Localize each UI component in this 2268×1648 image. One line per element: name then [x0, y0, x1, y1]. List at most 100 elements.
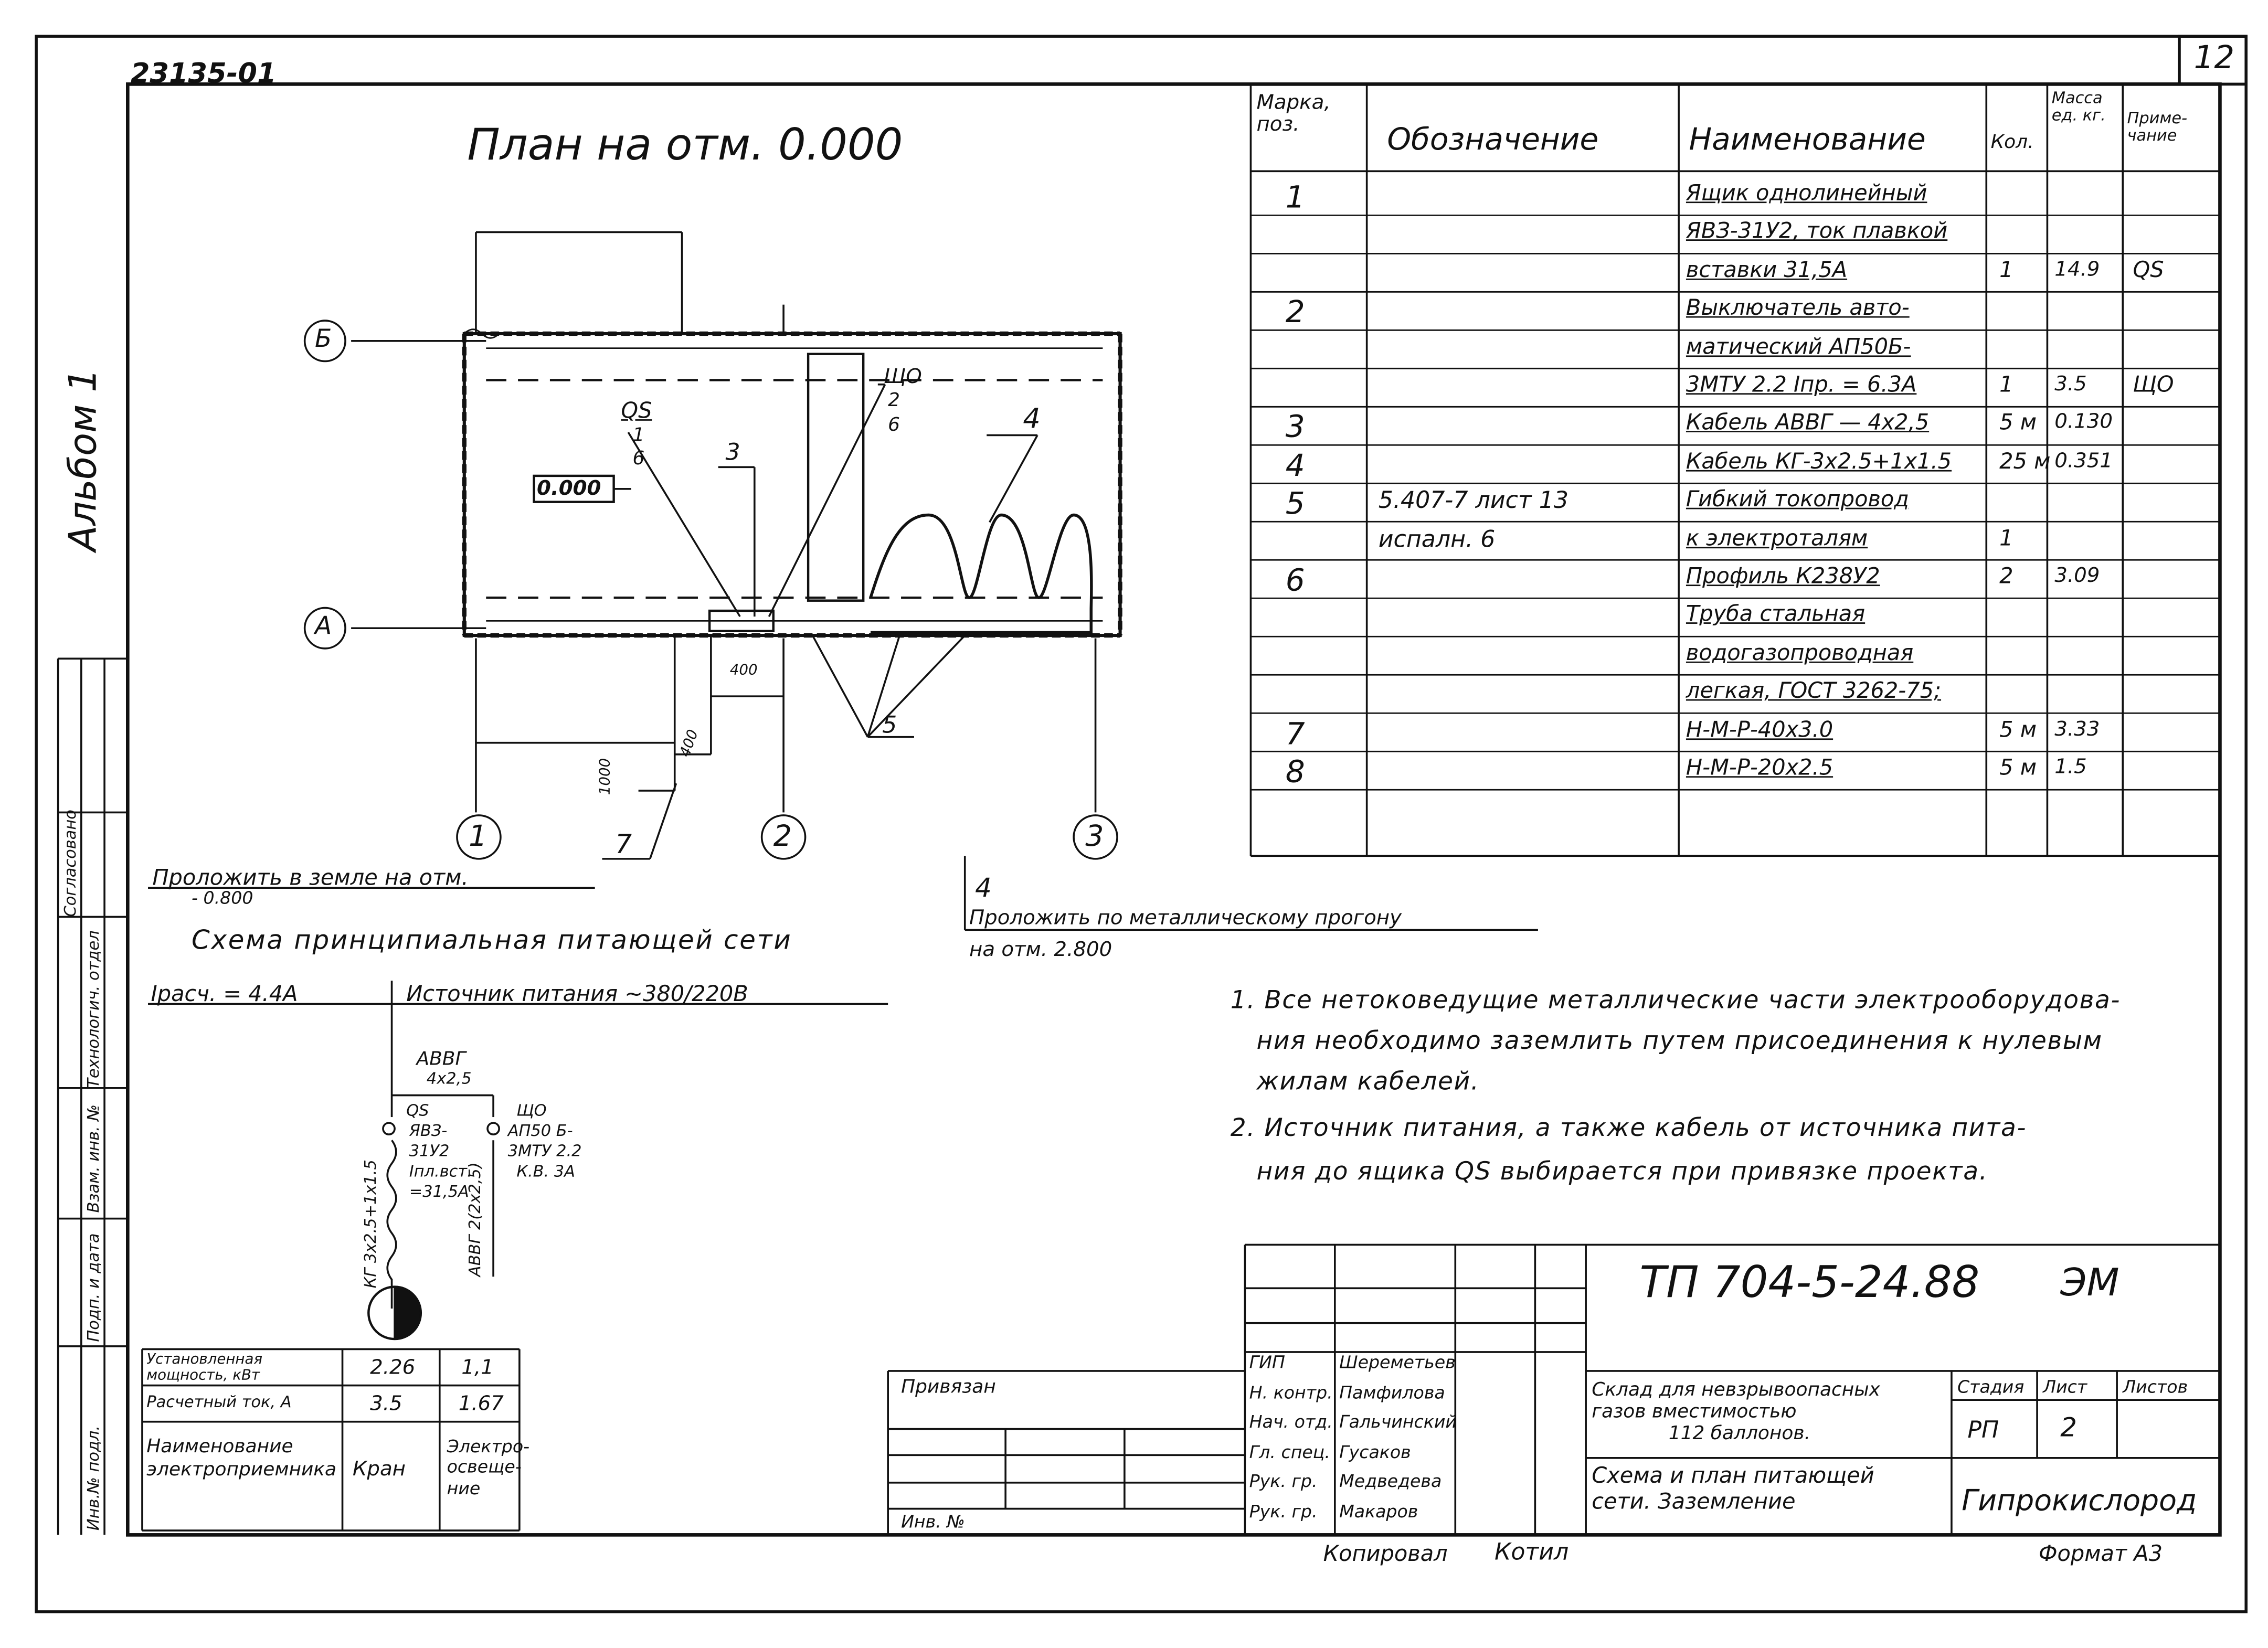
signer-name: Шереметьев — [1339, 1352, 1456, 1373]
schema-source: Источник питания ~380/220В — [406, 981, 748, 1007]
spec-cell-qty: 5 м — [1999, 754, 2037, 781]
spec-cell-mass: 3.33 — [2054, 717, 2100, 741]
spec-cell-mass: 14.9 — [2054, 258, 2100, 281]
schema-qs-5: =31,5А — [409, 1182, 469, 1202]
load-cell: Кран — [352, 1458, 406, 1482]
note-line: 1. Все нетоковедущие металлические части… — [1230, 986, 2121, 1016]
note-beam: Проложить по металлическому прогону — [969, 907, 1402, 930]
object-name-line: 112 баллонов. — [1668, 1423, 1811, 1445]
load-cell: 1.67 — [458, 1392, 504, 1416]
spec-cell-name: Н-М-Р-40х3.0 — [1686, 716, 1834, 742]
sheets-label: Листов — [2123, 1376, 2188, 1397]
object-name-line: газов вместимостью — [1592, 1401, 1797, 1423]
schema-qs-2: ЯВЗ- — [409, 1121, 448, 1141]
spec-cell-qty: 1 — [1999, 524, 2013, 551]
callout-item5: 5 — [882, 710, 897, 739]
organization: Гипрокислород — [1962, 1482, 2197, 1518]
callout-shch: ЩО — [883, 365, 922, 389]
spec-cell-name: легкая, ГОСТ 3262-75; — [1686, 677, 1942, 704]
spec-cell-pos: 6 — [1285, 562, 1305, 598]
inv-label: Инв. № — [901, 1512, 965, 1532]
dim-400a: 400 — [729, 663, 758, 679]
role-label: Нач. отд. — [1249, 1411, 1333, 1432]
callout-shch-sub2: 6 — [888, 414, 900, 437]
schema-shch-1: ЩО — [516, 1101, 547, 1120]
spec-table-grid — [1249, 84, 2221, 857]
spec-cell-designation: испалн. 6 — [1378, 524, 1496, 552]
spec-cell-qty: 25 м — [1999, 448, 2051, 474]
schema-qs-3: 31У2 — [409, 1142, 450, 1161]
signer-name: Памфилова — [1339, 1381, 1445, 1402]
note-ground-elev: - 0.800 — [191, 888, 253, 908]
spec-cell-qty: 2 — [1999, 562, 2013, 589]
callout-qs-sub1: 1 — [632, 425, 645, 447]
load-cell: Электро-освеще-ние — [447, 1436, 530, 1498]
axis-label-3: 3 — [1085, 818, 1104, 853]
load-cell: 1,1 — [461, 1356, 494, 1380]
spec-header: Наименование — [1689, 122, 1926, 157]
signer-name: Гальчинский — [1339, 1411, 1457, 1432]
spec-cell-designation: 5.407-7 лист 13 — [1378, 486, 1569, 514]
page-number: 12 — [2193, 40, 2235, 77]
note-beam-num: 4 — [975, 873, 992, 904]
callout-item3: 3 — [725, 438, 740, 466]
axis-label-2: 2 — [773, 818, 792, 853]
note-line: ния необходимо заземлить путем присоедин… — [1256, 1027, 2103, 1056]
schema-title: Схема принципиальная питающей сети — [191, 926, 792, 956]
axis-label-1: 1 — [469, 818, 487, 853]
spec-cell-pos: 4 — [1285, 448, 1305, 483]
spec-cell-qty: 1 — [1999, 371, 2013, 398]
note-line: ния до ящика QS выбирается при привязке … — [1256, 1157, 1988, 1187]
role-label: Гл. спец. — [1249, 1441, 1330, 1462]
spec-cell-note: QS — [2133, 256, 2164, 283]
spec-cell-name: Кабель КГ-3х2.5+1х1.5 — [1686, 448, 1952, 474]
sheet-label: Лист — [2043, 1376, 2087, 1397]
doc-id: 23135-01 — [130, 58, 277, 90]
doc-code: ТП 704-5-24.88 — [1639, 1258, 1980, 1309]
spec-cell-name: вставки 31,5А — [1686, 256, 1848, 283]
spec-cell-pos: 2 — [1285, 294, 1305, 330]
spec-header: Приме-чание — [2127, 109, 2188, 145]
spec-cell-name: Н-М-Р-20х2.5 — [1686, 754, 1834, 781]
spec-cell-mass: 3.09 — [2054, 564, 2100, 588]
spec-cell-note: ЩО — [2133, 371, 2174, 398]
load-row-label: Наименование электроприемника — [146, 1436, 337, 1481]
spec-cell-qty: 1 — [1999, 256, 2013, 283]
load-cell: 3.5 — [370, 1392, 402, 1416]
axis-label-b: Б — [315, 325, 332, 354]
load-cell: 2.26 — [370, 1356, 416, 1380]
plan-title: План на отм. 0.000 — [467, 120, 903, 172]
spec-cell-name: Труба стальная — [1686, 601, 1866, 628]
format-label: Формат А3 — [2038, 1540, 2163, 1567]
schema-shch-4: К.В. 3А — [516, 1162, 575, 1181]
schema-cable-top-size: 4х2,5 — [426, 1069, 472, 1088]
signer-name: Макаров — [1339, 1501, 1418, 1522]
spec-cell-name: 3МТУ 2.2 Iпр. = 6.3А — [1686, 371, 1917, 398]
role-label: Рук. гр. — [1249, 1501, 1318, 1522]
spec-cell-pos: 1 — [1285, 179, 1305, 215]
spec-cell-name: Профиль К238У2 — [1686, 562, 1880, 589]
callout-shch-sub1: 2 — [888, 390, 900, 412]
schema-shch-3: 3МТУ 2.2 — [507, 1142, 582, 1161]
spec-cell-mass: 0.130 — [2054, 411, 2113, 434]
spec-cell-name: ЯВЗ-31У2, ток плавкой — [1686, 218, 1948, 244]
plan-geometry — [351, 231, 1122, 860]
spec-cell-name: Кабель АВВГ — 4х2,5 — [1686, 409, 1930, 436]
stage-label: Стадия — [1957, 1376, 2025, 1397]
spec-cell-pos: 5 — [1285, 486, 1305, 522]
spec-cell-name: матический АП50Б- — [1686, 333, 1911, 359]
stage-value: РП — [1967, 1416, 1999, 1444]
signer-name: Гусаков — [1339, 1441, 1411, 1462]
doc-mark: ЭМ — [2060, 1262, 2119, 1306]
spec-cell-name: водогазопроводная — [1686, 639, 1914, 666]
load-table-grid — [141, 1348, 521, 1532]
role-label: Рук. гр. — [1249, 1471, 1318, 1492]
schema-i-calc: Iрасч. = 4.4А — [151, 981, 298, 1007]
axis-label-a: А — [315, 612, 332, 642]
schema-cable-top: АВВГ — [416, 1049, 466, 1071]
copied-by: Копировал — [1323, 1540, 1448, 1567]
sheet-name-line: Схема и план питающей — [1592, 1462, 1874, 1488]
